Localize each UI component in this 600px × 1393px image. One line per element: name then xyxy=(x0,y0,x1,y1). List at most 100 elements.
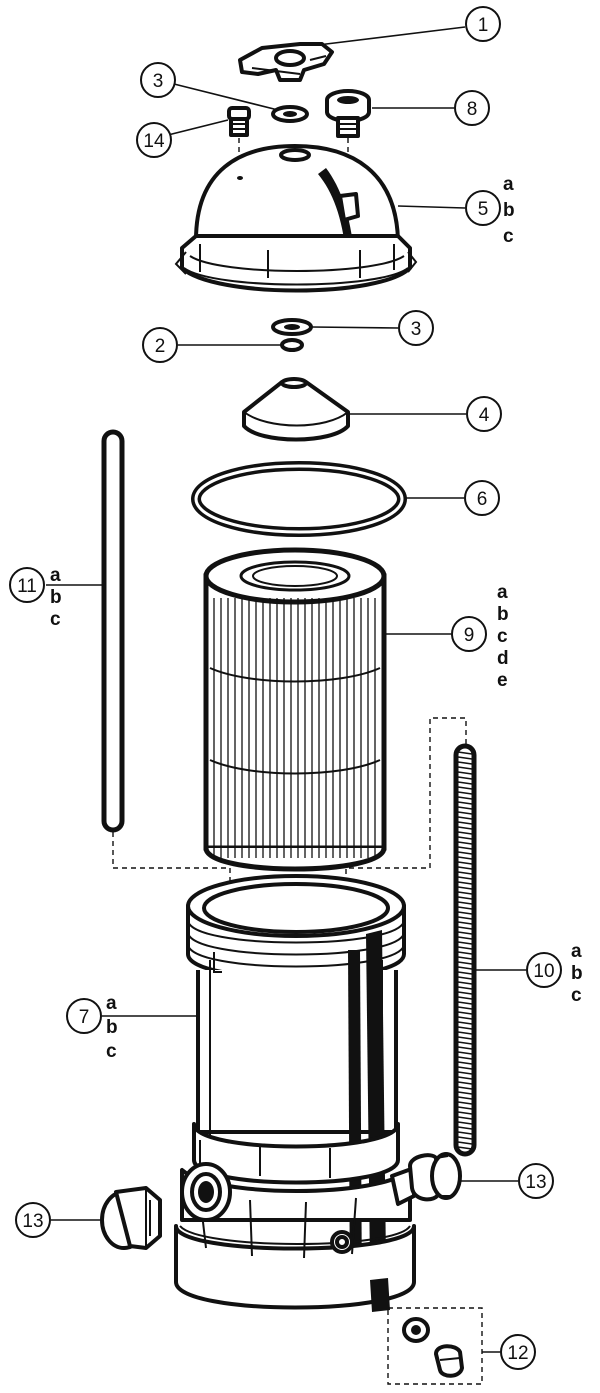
thread-line xyxy=(457,971,473,975)
callout-number: 8 xyxy=(467,99,478,120)
callout-number: 10 xyxy=(533,961,554,982)
cartridge-pleats xyxy=(213,598,376,858)
thread-line xyxy=(457,1116,473,1120)
callout-12: 12 xyxy=(482,1334,536,1370)
port-cap-icon xyxy=(408,1152,462,1202)
thread-line xyxy=(457,966,473,970)
thread-line xyxy=(457,781,473,785)
callout-number: 12 xyxy=(507,1343,528,1364)
thread-line xyxy=(457,936,473,940)
thread-line xyxy=(457,841,473,845)
thread-line xyxy=(457,846,473,850)
leader-line xyxy=(167,119,229,136)
thread-line xyxy=(457,1121,473,1125)
thread-line xyxy=(457,861,473,865)
thread-line xyxy=(457,876,473,880)
callout-number: 5 xyxy=(478,199,489,220)
thread-line xyxy=(457,921,473,925)
thread-line xyxy=(457,891,473,895)
callout-3: 3 xyxy=(311,310,434,346)
callout-number: 3 xyxy=(153,71,164,92)
leader-line xyxy=(397,205,466,209)
thread-line xyxy=(457,771,473,775)
thread-line xyxy=(457,851,473,855)
callout-circle xyxy=(465,190,501,226)
thread-line xyxy=(457,866,473,870)
callout-number: 14 xyxy=(143,131,165,152)
thread-line xyxy=(457,1036,473,1040)
thread-line xyxy=(457,1011,473,1015)
thread-line xyxy=(457,1016,473,1020)
callout-variant: a xyxy=(503,174,514,195)
callout-circle xyxy=(500,1334,536,1370)
o-ring-icon xyxy=(191,461,407,537)
callout-number: 2 xyxy=(155,336,166,357)
thread-line xyxy=(457,1006,473,1010)
callout-variant: c xyxy=(106,1041,117,1062)
callout-number: 13 xyxy=(525,1172,546,1193)
dome-lid-icon xyxy=(174,144,418,293)
callout-circle xyxy=(466,396,502,432)
thread-line xyxy=(457,1111,473,1115)
callout-2: 2 xyxy=(142,327,282,363)
drain-plug-icon xyxy=(227,106,251,137)
thread-line xyxy=(457,776,473,780)
thread-line xyxy=(457,1126,473,1130)
callout-circle xyxy=(454,90,490,126)
thread-line xyxy=(457,1056,473,1060)
callout-11: 11 abc xyxy=(9,565,104,630)
thread-line xyxy=(457,1071,473,1075)
callout-circle xyxy=(464,480,500,516)
thread-line xyxy=(457,1106,473,1110)
thread-line xyxy=(457,901,473,905)
callout-13: 13 xyxy=(15,1202,102,1238)
rod-threads xyxy=(457,751,473,1150)
callout-6: 6 xyxy=(404,480,500,516)
thread-line xyxy=(457,756,473,760)
callout-number: 11 xyxy=(17,576,37,597)
thread-line xyxy=(457,1051,473,1055)
thread-line xyxy=(457,806,473,810)
plug-kit-icon xyxy=(387,1307,483,1385)
thread-line xyxy=(457,836,473,840)
callout-variant: b xyxy=(106,1017,118,1038)
leader-line xyxy=(173,83,279,111)
thread-line xyxy=(457,991,473,995)
thread-line xyxy=(457,1041,473,1045)
callout-circle xyxy=(526,952,562,988)
callout-circle xyxy=(465,6,501,42)
callout-circle xyxy=(66,998,102,1034)
callout-variant: a xyxy=(106,993,117,1014)
callout-variant: c xyxy=(50,609,61,630)
callout-variant: e xyxy=(497,670,508,691)
leader-line xyxy=(317,26,466,46)
callout-variant: b xyxy=(50,587,62,608)
thread-line xyxy=(457,956,473,960)
thread-line xyxy=(457,896,473,900)
thread-line xyxy=(457,871,473,875)
thread-line xyxy=(457,1001,473,1005)
callout-circle xyxy=(136,122,172,158)
callout-variant: a xyxy=(50,565,61,586)
pressure-gauge-icon xyxy=(325,89,371,138)
callout-number: 9 xyxy=(464,625,475,646)
callout-variant: b xyxy=(503,200,515,221)
callout-circle xyxy=(142,327,178,363)
cartridge-icon xyxy=(203,547,387,872)
thread-line xyxy=(457,986,473,990)
thread-line xyxy=(457,1091,473,1095)
thread-line xyxy=(457,1136,473,1140)
callout-variant: c xyxy=(497,626,508,647)
callout-8: 8 xyxy=(372,90,490,126)
thread-line xyxy=(457,976,473,980)
callout-14: 14 xyxy=(136,119,229,158)
callout-circle xyxy=(9,567,45,603)
callout-circle xyxy=(15,1202,51,1238)
callout-variant: c xyxy=(571,985,582,1006)
thread-line xyxy=(457,1086,473,1090)
thread-line xyxy=(457,1101,473,1105)
thread-line xyxy=(457,796,473,800)
